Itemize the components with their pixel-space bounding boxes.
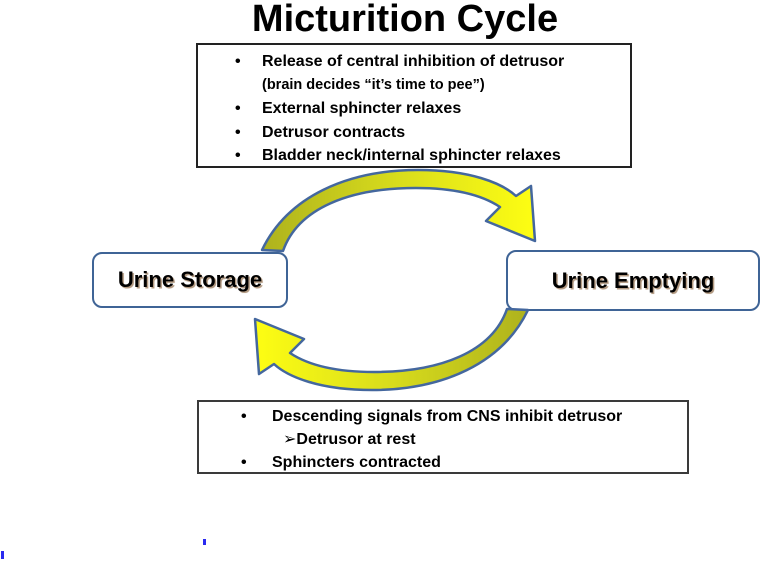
- page-title: Micturition Cycle: [251, 0, 559, 40]
- storage-steps-box: • Descending signals from CNS inhibit de…: [197, 400, 689, 474]
- arrow-storage-to-emptying: [260, 168, 537, 253]
- list-item: • Bladder neck/internal sphincter relaxe…: [198, 144, 630, 168]
- bullet-icon: •: [235, 147, 241, 164]
- list-item-text: Detrusor at rest: [296, 431, 416, 448]
- urine-emptying-label: Urine Emptying: [551, 267, 715, 293]
- urine-storage-label: Urine Storage: [117, 267, 263, 292]
- bullet-icon: •: [235, 100, 241, 117]
- list-item-text: Descending signals from CNS inhibit detr…: [272, 408, 623, 425]
- arrow-emptying-to-storage: [253, 307, 530, 392]
- list-item-text: Release of central inhibition of detruso…: [262, 53, 565, 70]
- list-item: • Release of central inhibition of detru…: [198, 50, 630, 74]
- list-item: • External sphincter relaxes: [198, 97, 630, 121]
- list-item: (brain decides “it’s time to pee”): [198, 74, 630, 98]
- emptying-steps-box: • Release of central inhibition of detru…: [196, 43, 632, 168]
- urine-storage-node: Urine Storage: [92, 252, 288, 308]
- arrowhead-bullet-icon: ➢: [283, 431, 297, 448]
- list-item-text: Bladder neck/internal sphincter relaxes: [262, 147, 561, 164]
- urine-emptying-node: Urine Emptying: [506, 250, 760, 311]
- stray-mark: [1, 551, 4, 559]
- bullet-icon: •: [241, 454, 247, 471]
- stray-mark: [203, 539, 206, 545]
- list-item: ➢ Detrusor at rest: [199, 428, 687, 451]
- bullet-icon: •: [235, 53, 241, 70]
- list-item: • Descending signals from CNS inhibit de…: [199, 405, 687, 428]
- bullet-icon: •: [235, 123, 241, 141]
- list-item-text: (brain decides “it’s time to pee”): [262, 76, 485, 93]
- list-item: • Detrusor contracts: [198, 121, 630, 145]
- list-item-text: Detrusor contracts: [262, 123, 406, 141]
- list-item-text: Sphincters contracted: [272, 454, 441, 471]
- list-item: • Sphincters contracted: [199, 451, 687, 474]
- bullet-icon: •: [241, 408, 247, 425]
- list-item-text: External sphincter relaxes: [262, 100, 462, 117]
